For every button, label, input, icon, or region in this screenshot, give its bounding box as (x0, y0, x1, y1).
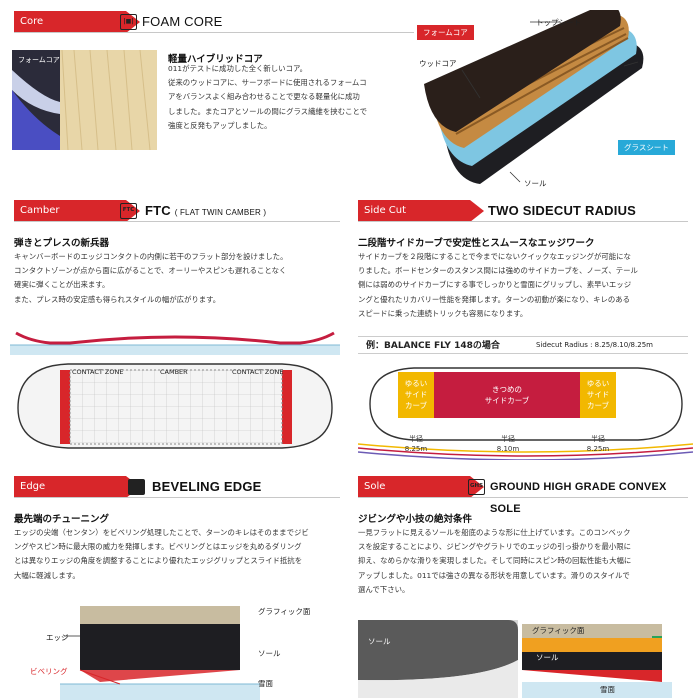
sidecut-strong-center: きつめの サイドカーブ (434, 372, 580, 418)
sole-label-snow: 雪面 (600, 685, 615, 694)
sidecut-header-line (358, 200, 688, 222)
sole-title: GROUND HIGH GRADE CONVEX SOLE (490, 481, 667, 515)
core-label-foam: フォームコア (417, 25, 474, 40)
sidecut-title: TWO SIDECUT RADIUS (488, 203, 637, 218)
core-label-top-sheet: トップシート (536, 18, 581, 27)
foam-core-photo-label: フォームコア (18, 56, 60, 64)
sidecut-soft-left: ゆるい サイド カーブ (398, 372, 434, 418)
camber-heading: 弾きとプレスの新兵器 (14, 238, 110, 249)
sole-layer-diagram (522, 620, 672, 698)
sole-photo-label: ソール (368, 637, 391, 646)
core-header-line (14, 11, 414, 33)
edge-label-beveling: ビベリング (30, 667, 68, 676)
sole-tag: Sole (358, 476, 484, 498)
core-body: 011がテストに成功した全く新しいコア。 従来のウッドコアに、サーフボードに使用… (168, 64, 368, 130)
sidecut-radius-left: 半径 8.25m (404, 435, 428, 453)
sidecut-body: サイドカーブを２段階にすることで今までにないクイックなエッジングが可能にな りま… (358, 252, 638, 318)
edge-heading: 最先端のチューニング (14, 514, 110, 525)
sole-heading: ジビングや小技の絶対条件 (358, 514, 473, 525)
camber-title: FTC ( FLAT TWIN CAMBER ) (145, 203, 267, 218)
sidecut-tag: Side Cut (358, 200, 484, 222)
core-label-glass: グラスシート (618, 140, 675, 155)
foam-core-photo: フォームコア (12, 50, 157, 150)
sidecut-radius-label: Sidecut Radius : 8.25/8.10/8.25m (536, 341, 653, 349)
edge-label-graphic: グラフィック面 (258, 607, 311, 616)
edge-diagram (60, 596, 260, 700)
sidecut-example-title: 例：BALANCE FLY 148の場合 (366, 341, 500, 351)
ghs-logo-icon: GHS (468, 479, 485, 495)
sidecut-radius-center: 半径 8.10m (496, 435, 520, 453)
camber-zone-right: CONTACT ZONE (232, 368, 284, 376)
sidecut-heading: 二段階サイドカーブで安定性とスムースなエッジワーク (358, 238, 595, 249)
camber-board-diagram (10, 358, 340, 453)
core-layer-diagram (410, 2, 700, 192)
camber-zone-center: CAMBER (160, 368, 188, 376)
camber-zone-left: CONTACT ZONE (72, 368, 124, 376)
camber-profile (10, 325, 340, 355)
edge-label-sole: ソール (258, 649, 281, 658)
sidecut-radius-right: 半径 8.25m (586, 435, 610, 453)
edge-title: BEVELING EDGE (152, 479, 262, 494)
core-title: FOAM CORE (142, 14, 223, 29)
sole-header-line (358, 476, 688, 498)
sidecut-example-bar (358, 336, 688, 354)
beveling-logo-icon (128, 479, 145, 495)
camber-header-line (14, 200, 340, 222)
ftc-logo-icon: FTC (120, 203, 137, 219)
edge-header-line (14, 476, 340, 498)
camber-body: キャンバーボードのエッジコンタクトの内側に若干のフラット部分を設けました。 コン… (14, 252, 288, 304)
edge-body: エッジの尖端（センタン）をビベリング処理したことで、ターンのキレはそのままでジビ… (14, 528, 309, 580)
sole-body: 一見フラットに見えるソールを船底のような形に仕上げています。このコンベック スを… (358, 528, 632, 594)
sidecut-soft-right: ゆるい サイド カーブ (580, 372, 616, 418)
sole-convex-diagram (358, 620, 518, 698)
foam-core-logo-icon: |■| (120, 14, 137, 30)
core-label-sole: ソール (524, 179, 547, 188)
core-label-wood: ウッドコア (419, 59, 457, 68)
edge-label-edge: エッジ (46, 633, 69, 642)
edge-label-snow: 雪面 (258, 679, 273, 688)
sole-label-graphic: グラフィック面 (532, 626, 585, 635)
core-heading: 軽量ハイブリッドコア (168, 54, 263, 65)
sole-label-sole: ソール (536, 653, 559, 662)
